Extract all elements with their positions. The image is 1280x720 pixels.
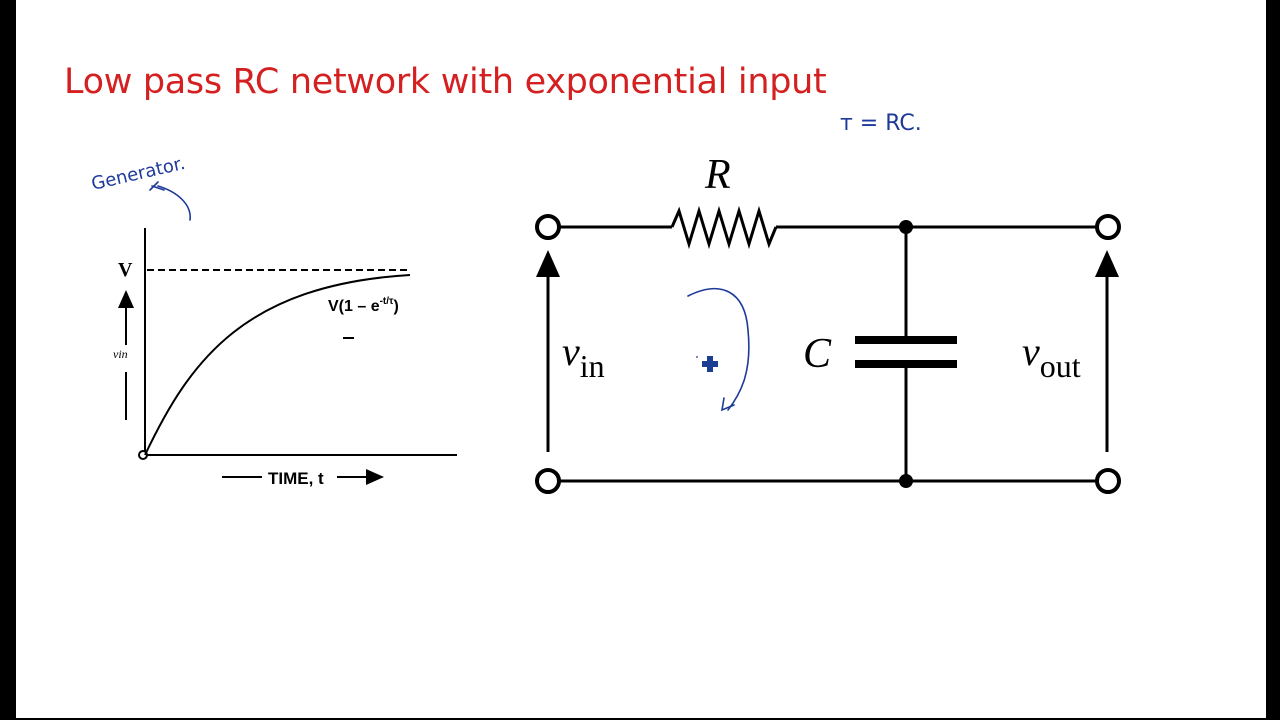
resistor-symbol xyxy=(670,205,778,250)
input-terminal-top xyxy=(535,214,561,240)
vin-label-sub: in xyxy=(580,348,605,384)
slide-title: Low pass RC network with exponential inp… xyxy=(64,62,827,102)
current-loop-arrowhead xyxy=(720,397,735,412)
resistor-label: R xyxy=(704,152,731,198)
generator-pointer-arrow xyxy=(157,185,191,221)
rc-circuit xyxy=(535,205,1121,494)
y-marker-label: V xyxy=(118,259,133,281)
curve-label: V(1 – e-t/τ) xyxy=(328,296,399,315)
vin-label-main: v xyxy=(562,329,580,374)
tau-note: ᴛ = RC. xyxy=(840,111,922,136)
exponential-curve xyxy=(144,274,411,456)
x-axis-label: TIME, t xyxy=(268,469,324,488)
curve-label-close: ) xyxy=(394,298,399,315)
mouse-cursor-icon xyxy=(696,356,718,372)
curve-label-exponent: -t/τ xyxy=(380,296,394,307)
vout-label: vout xyxy=(1022,329,1081,384)
input-terminal-bottom xyxy=(535,468,561,494)
capacitor-plate-top xyxy=(855,336,957,344)
vout-label-main: v xyxy=(1022,329,1040,374)
generator-pointer-arrowhead xyxy=(149,181,165,191)
output-terminal-top xyxy=(1095,214,1121,240)
current-loop-arrow xyxy=(687,287,750,411)
input-waveform-graph: V vin V(1 – e-t/τ) TIME, t xyxy=(113,228,457,488)
output-terminal-bottom xyxy=(1095,468,1121,494)
capacitor-plate-bottom xyxy=(855,360,957,368)
vin-axis-label: vin xyxy=(113,347,128,361)
handwritten-annotations: ᴛ = RC. Generator. xyxy=(89,111,922,412)
vout-label-sub: out xyxy=(1040,348,1081,384)
curve-label-main: V(1 – e xyxy=(328,298,380,315)
capacitor-label: C xyxy=(803,331,832,377)
vin-label: vin xyxy=(562,329,605,384)
slide: Low pass RC network with exponential inp… xyxy=(16,0,1266,718)
generator-note: Generator. xyxy=(89,153,187,195)
